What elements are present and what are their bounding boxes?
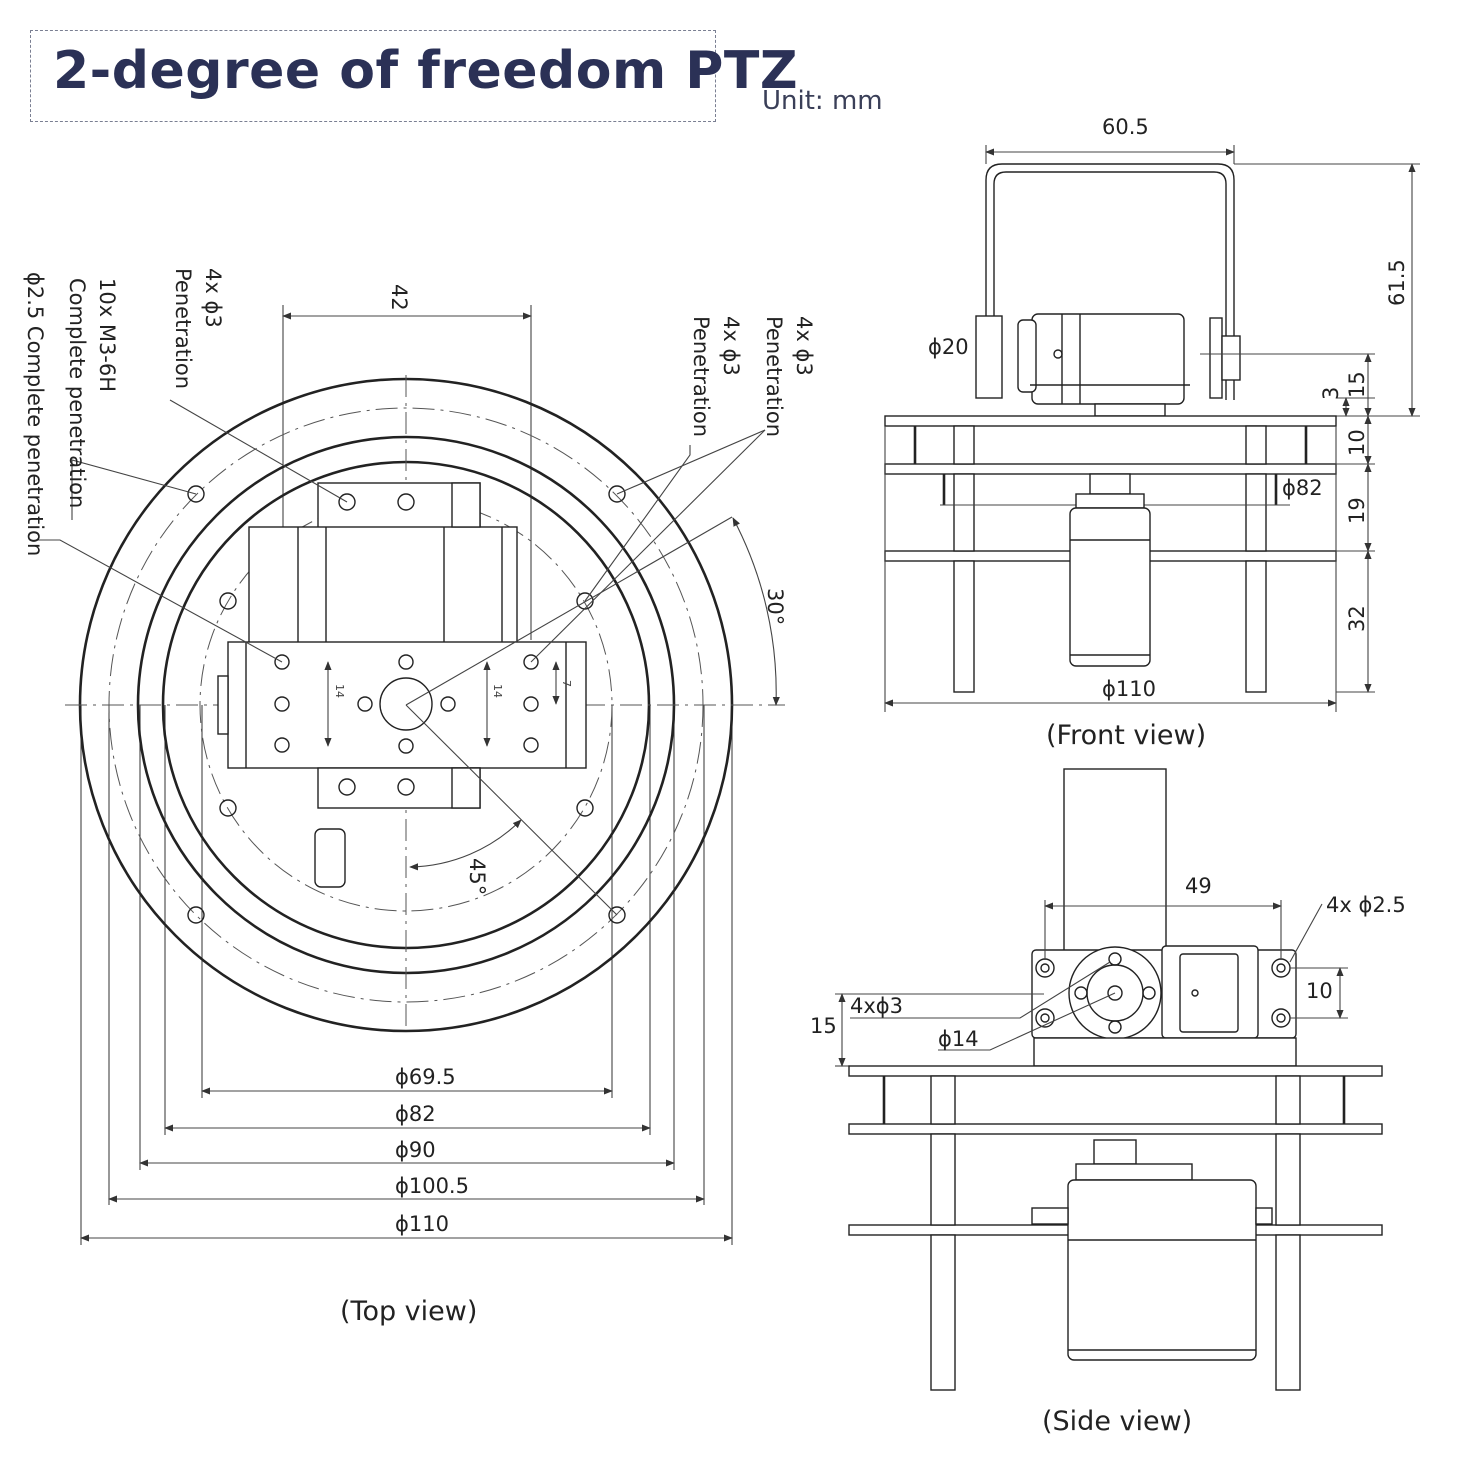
dim-14-right: 14 [491, 684, 504, 698]
dim-3: 3 [1319, 387, 1343, 400]
m3-holes [187, 485, 626, 924]
side-standoffs [930, 1075, 1301, 1391]
dim-14-left: 14 [333, 684, 346, 698]
note-m3-line2: Complete penetration [65, 278, 89, 508]
dia-90: ϕ90 [395, 1138, 436, 1162]
side-plate-2 [848, 1123, 1383, 1135]
angle-45: 45° [465, 858, 489, 895]
top-leaders [38, 399, 766, 663]
side-plate-1 [848, 1065, 1383, 1077]
dim-61-5: 61.5 [1385, 259, 1409, 306]
dia-110: ϕ110 [395, 1212, 449, 1236]
front-standoffs [953, 425, 1267, 693]
front-view: 60.5 61.5 ϕ20 [884, 115, 1420, 751]
side-view-caption: (Side view) [1042, 1406, 1192, 1437]
note-right-line2: Penetration [762, 316, 786, 437]
dim-phi82-front: ϕ82 [1282, 476, 1323, 500]
note-left-line1: 4x ϕ3 [201, 268, 225, 328]
dim-phi110-front: ϕ110 [1102, 677, 1156, 701]
dia-69-5: ϕ69.5 [395, 1065, 456, 1089]
u-bracket-outer [985, 163, 1235, 400]
side-horn-holes [1074, 952, 1156, 1034]
dim-60-5: 60.5 [1102, 115, 1149, 139]
dim-phi20: ϕ20 [928, 335, 969, 359]
holes-3: 4xϕ3 [850, 994, 903, 1018]
note-2-5-complete: ϕ2.5 Complete penetration [23, 272, 47, 556]
dia-82: ϕ82 [395, 1102, 436, 1126]
holes-2-5: 4x ϕ2.5 [1326, 893, 1406, 917]
dim-10-side: 10 [1306, 979, 1333, 1003]
top-view-caption: (Top view) [340, 1296, 477, 1327]
dim-49: 49 [1185, 874, 1212, 898]
title-box: 2-degree of freedom PTZ [30, 30, 798, 122]
front-plate-1 [884, 415, 1337, 427]
servo-holes [274, 493, 539, 796]
front-plate-2 [884, 463, 1337, 475]
note-m3-line1: 10x M3-6H [95, 278, 119, 392]
side-view: 49 4x ϕ2.5 10 15 4xϕ3 ϕ14 (Side vie [810, 768, 1406, 1437]
dim-15-front: 15 [1345, 371, 1369, 398]
u-bracket-inner [993, 171, 1227, 400]
dia-100-5: ϕ100.5 [395, 1174, 469, 1198]
dim-42: 42 [387, 284, 411, 311]
unit-label: Unit: mm [762, 86, 883, 116]
front-view-caption: (Front view) [1046, 720, 1206, 751]
note-right-line1: 4x ϕ3 [792, 316, 816, 376]
note-mid-line1: 4x ϕ3 [719, 316, 743, 376]
dim-19: 19 [1345, 497, 1369, 524]
front-lower-servo [1069, 507, 1151, 667]
page-title: 2-degree of freedom PTZ [53, 41, 799, 101]
dim-15-side: 15 [810, 1014, 837, 1038]
top-view: 14 14 7 42 30° 45° ϕ2.5 Complete penetra… [23, 268, 816, 1327]
dim-10-front: 10 [1345, 429, 1369, 456]
front-servo [1031, 313, 1185, 405]
dim-32: 32 [1345, 605, 1369, 632]
dim-7: 7 [560, 680, 573, 687]
note-mid-line2: Penetration [689, 316, 713, 437]
servo-top-body [248, 526, 518, 646]
side-lower-servo [1067, 1179, 1257, 1361]
dia-14: ϕ14 [938, 1027, 979, 1051]
cable-slot [314, 828, 346, 888]
angle-30: 30° [763, 588, 787, 625]
note-left-line2: Penetration [171, 268, 195, 389]
